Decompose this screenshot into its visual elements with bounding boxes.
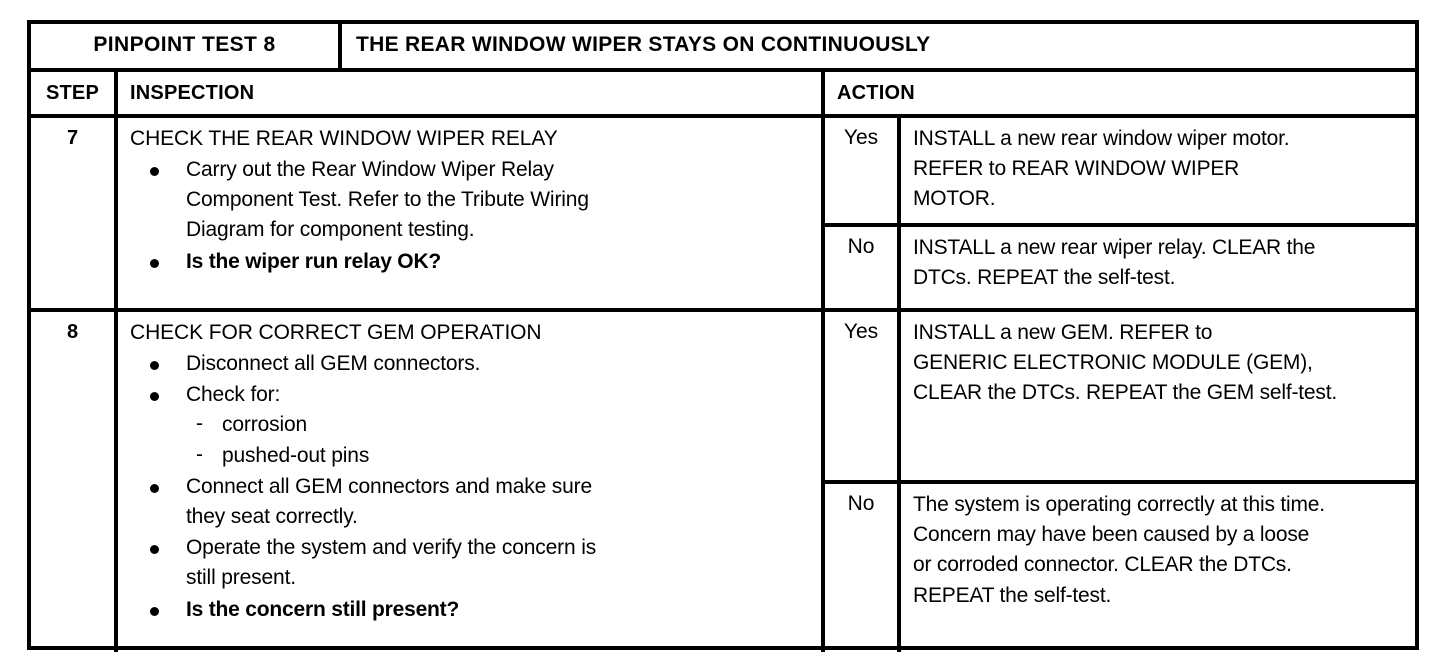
action-line: INSTALL a new rear wiper relay. CLEAR th… xyxy=(913,235,1316,259)
list-item: Check for: xyxy=(130,380,811,410)
bullet-line: Connect all GEM connectors and make sure xyxy=(186,474,593,498)
step-number-cell: 8 xyxy=(31,312,118,652)
test-title-cell: THE REAR WINDOW WIPER STAYS ON CONTINUOU… xyxy=(342,24,1415,68)
bullet-line: Disconnect all GEM connectors. xyxy=(186,351,481,375)
bullet-line: Is the wiper run relay OK? xyxy=(186,249,442,273)
inspection-cell: CHECK THE REAR WINDOW WIPER RELAY Carry … xyxy=(118,118,825,308)
action-line: MOTOR. xyxy=(913,187,996,211)
bullet-line: still present. xyxy=(186,566,296,590)
test-title: THE REAR WINDOW WIPER STAYS ON CONTINUOU… xyxy=(356,33,931,56)
action-text-yes: INSTALL a new GEM. REFER to GENERIC ELEC… xyxy=(901,312,1415,480)
step-number: 8 xyxy=(66,321,79,343)
inspection-heading: CHECK THE REAR WINDOW WIPER RELAY xyxy=(130,127,558,150)
action-line: Concern may have been caused by a loose xyxy=(913,523,1310,547)
answer-yes-cell: Yes xyxy=(825,312,901,480)
action-line: or corroded connector. CLEAR the DTCs. xyxy=(913,553,1292,577)
action-block-yes: Yes INSTALL a new rear window wiper moto… xyxy=(825,118,1415,227)
column-header-action-label: ACTION xyxy=(837,81,915,104)
answer-yes-label: Yes xyxy=(843,320,879,343)
action-line: REFER to REAR WINDOW WIPER xyxy=(913,157,1240,181)
answer-yes-cell: Yes xyxy=(825,118,901,223)
table-title-band: PINPOINT TEST 8 THE REAR WINDOW WIPER ST… xyxy=(31,24,1415,72)
answer-no-label: No xyxy=(847,492,875,515)
bullet-line: Check for: xyxy=(186,383,281,407)
action-block-yes: Yes INSTALL a new GEM. REFER to GENERIC … xyxy=(825,312,1415,484)
column-header-action: ACTION xyxy=(825,72,1415,114)
inspection-bullet-list-continued: Connect all GEM connectors and make sure… xyxy=(130,472,811,625)
step-number-cell: 7 xyxy=(31,118,118,308)
action-line: INSTALL a new GEM. REFER to xyxy=(913,321,1213,344)
column-header-row: STEP INSPECTION ACTION xyxy=(31,72,1415,118)
list-item: Operate the system and verify the concer… xyxy=(130,533,811,593)
inspection-heading: CHECK FOR CORRECT GEM OPERATION xyxy=(130,321,542,344)
answer-no-label: No xyxy=(847,234,875,258)
test-label: PINPOINT TEST 8 xyxy=(93,33,276,56)
action-text-no: INSTALL a new rear wiper relay. CLEAR th… xyxy=(901,227,1415,308)
action-line: REPEAT the self-test. xyxy=(913,583,1112,607)
action-cell: Yes INSTALL a new rear window wiper moto… xyxy=(825,118,1415,308)
pinpoint-test-table: PINPOINT TEST 8 THE REAR WINDOW WIPER ST… xyxy=(27,20,1419,652)
bullet-line: Component Test. Refer to the Tribute Wir… xyxy=(186,188,589,212)
answer-no-cell: No xyxy=(825,484,901,652)
bullet-line: Carry out the Rear Window Wiper Relay xyxy=(186,157,554,181)
action-text-no: The system is operating correctly at thi… xyxy=(901,484,1415,652)
action-line: The system is operating correctly at thi… xyxy=(913,493,1325,516)
answer-no-cell: No xyxy=(825,226,901,308)
table-row: 8 CHECK FOR CORRECT GEM OPERATION Discon… xyxy=(31,312,1415,652)
bullet-line: Operate the system and verify the concer… xyxy=(186,536,597,560)
bullet-line: they seat correctly. xyxy=(186,504,358,528)
answer-yes-label: Yes xyxy=(843,126,879,149)
bullet-line: Is the concern still present? xyxy=(186,597,460,621)
list-item: Connect all GEM connectors and make sure… xyxy=(130,472,811,532)
inspection-bullet-list: Disconnect all GEM connectors. Check for… xyxy=(130,349,811,410)
action-line: GENERIC ELECTRONIC MODULE (GEM), xyxy=(913,351,1313,375)
action-line: DTCs. REPEAT the self-test. xyxy=(913,265,1176,289)
inspection-sub-list: corrosion pushed-out pins xyxy=(130,409,811,471)
action-line: INSTALL a new rear window wiper motor. xyxy=(913,127,1290,150)
action-block-no: No The system is operating correctly at … xyxy=(825,484,1415,652)
inspection-cell: CHECK FOR CORRECT GEM OPERATION Disconne… xyxy=(118,312,825,652)
column-header-inspection-label: INSPECTION xyxy=(130,81,255,104)
test-label-cell: PINPOINT TEST 8 xyxy=(31,24,342,68)
action-block-no: No INSTALL a new rear wiper relay. CLEAR… xyxy=(825,226,1415,308)
column-header-inspection: INSPECTION xyxy=(118,72,825,114)
action-line: CLEAR the DTCs. REPEAT the GEM self-test… xyxy=(913,381,1337,405)
column-header-step-label: STEP xyxy=(45,81,100,104)
list-item: Is the concern still present? xyxy=(130,595,811,625)
bullet-line: Diagram for component testing. xyxy=(186,218,475,242)
action-text-yes: INSTALL a new rear window wiper motor. R… xyxy=(901,118,1415,223)
step-number: 7 xyxy=(66,127,79,149)
column-header-step: STEP xyxy=(31,72,118,114)
list-item: pushed-out pins xyxy=(130,440,811,471)
list-item: Carry out the Rear Window Wiper Relay Co… xyxy=(130,155,811,246)
list-item: corrosion xyxy=(130,409,811,440)
table-row: 7 CHECK THE REAR WINDOW WIPER RELAY Carr… xyxy=(31,118,1415,312)
list-item: Disconnect all GEM connectors. xyxy=(130,349,811,379)
inspection-bullet-list: Carry out the Rear Window Wiper Relay Co… xyxy=(130,155,811,277)
table-body: 7 CHECK THE REAR WINDOW WIPER RELAY Carr… xyxy=(31,118,1415,652)
list-item: Is the wiper run relay OK? xyxy=(130,247,811,277)
action-cell: Yes INSTALL a new GEM. REFER to GENERIC … xyxy=(825,312,1415,652)
